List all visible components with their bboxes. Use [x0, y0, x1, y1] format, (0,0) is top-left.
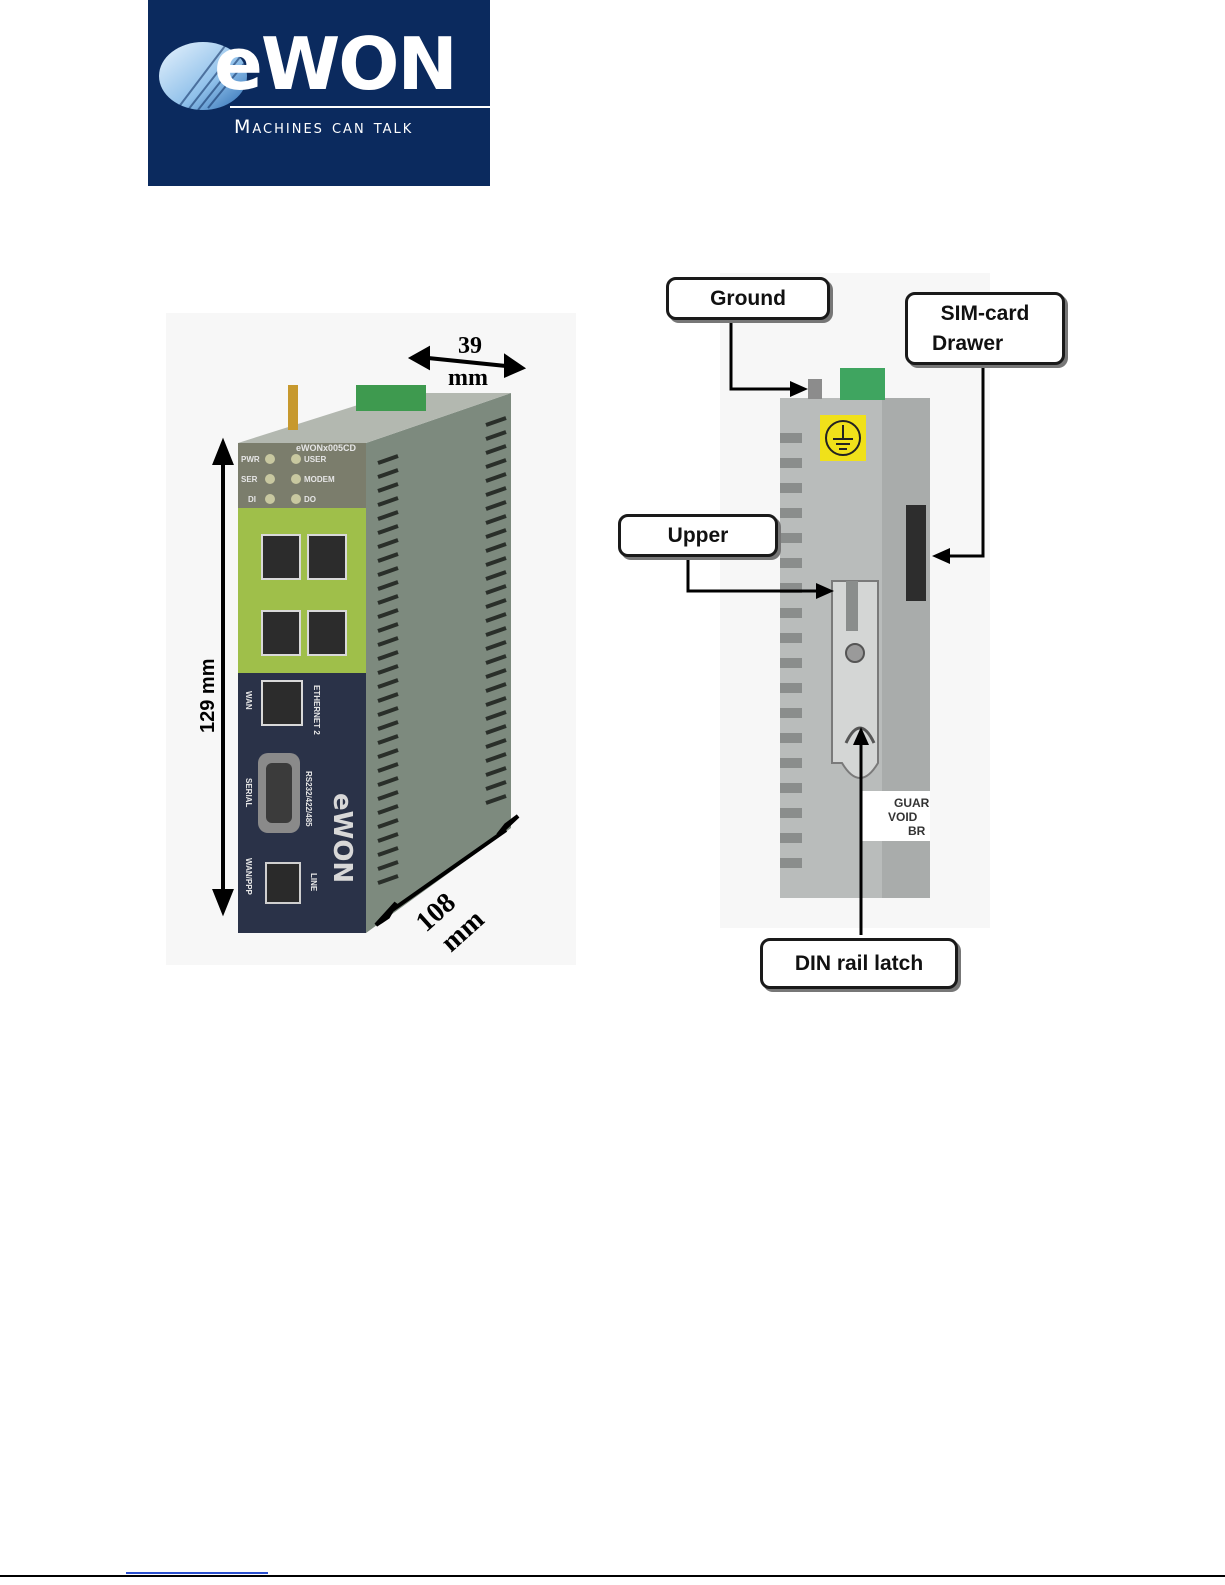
logo-rule — [230, 106, 490, 108]
callout-upper: Upper — [618, 514, 778, 557]
led-label-pwr: PWR — [241, 455, 260, 464]
sticker-line-1: GUAR — [894, 796, 930, 810]
sticker-line-2: VOID — [888, 810, 918, 824]
antenna-connector-icon — [288, 385, 298, 430]
port-label-wan: WAN — [244, 691, 253, 710]
sim-drawer-icon — [906, 505, 926, 601]
port-label-ethernet2: ETHERNET 2 — [312, 685, 321, 735]
model-label: eWONx005CD — [296, 443, 357, 453]
callout-ground-label: Ground — [710, 287, 786, 310]
terminal-block — [840, 368, 885, 400]
dimension-depth-unit: mm — [448, 365, 488, 391]
logo-tagline: Machines can talk — [234, 116, 413, 138]
logo-wordmark: eWON — [214, 28, 456, 100]
port-label-wanppp: WAN/PPP — [244, 858, 253, 896]
ground-screw-icon — [808, 379, 822, 399]
callout-din-label: DIN rail latch — [795, 952, 923, 975]
port-label-serial: SERIAL — [244, 778, 253, 807]
dimension-depth-value: 39 — [458, 333, 482, 359]
callout-din-rail-latch: DIN rail latch — [760, 938, 958, 989]
device-side-photo: GUAR VOID BR — [620, 273, 1070, 1003]
port-label-rs232: RS232/422/485 — [304, 771, 313, 827]
led-label-modem: MODEM — [304, 475, 335, 484]
led-label-user: USER — [304, 455, 326, 464]
line-port-icon — [266, 863, 300, 903]
terminal-block — [356, 385, 426, 411]
port-label-line: LINE — [309, 873, 318, 892]
led-label-do: DO — [304, 495, 316, 504]
led-label-di: DI — [248, 495, 256, 504]
device-front-photo: PWR USER SER MODEM DI DO eWONx005CD WAN … — [166, 313, 576, 965]
dimension-height: 129 mm — [197, 659, 219, 734]
callout-sim-label-2: Drawer — [908, 329, 1062, 359]
footer-link-underline[interactable] — [126, 1572, 268, 1574]
ewon-logo: eWON Machines can talk — [148, 0, 490, 186]
callout-upper-label: Upper — [668, 524, 729, 547]
callout-ground: Ground — [666, 277, 830, 320]
footer-rule — [0, 1575, 1225, 1577]
callout-sim-label-1: SIM-card — [908, 299, 1062, 329]
callout-sim-drawer: SIM-card Drawer — [905, 292, 1065, 365]
device-brand-print: eWON — [327, 793, 357, 883]
led-label-ser: SER — [241, 475, 258, 484]
sticker-line-3: BR — [908, 824, 926, 838]
